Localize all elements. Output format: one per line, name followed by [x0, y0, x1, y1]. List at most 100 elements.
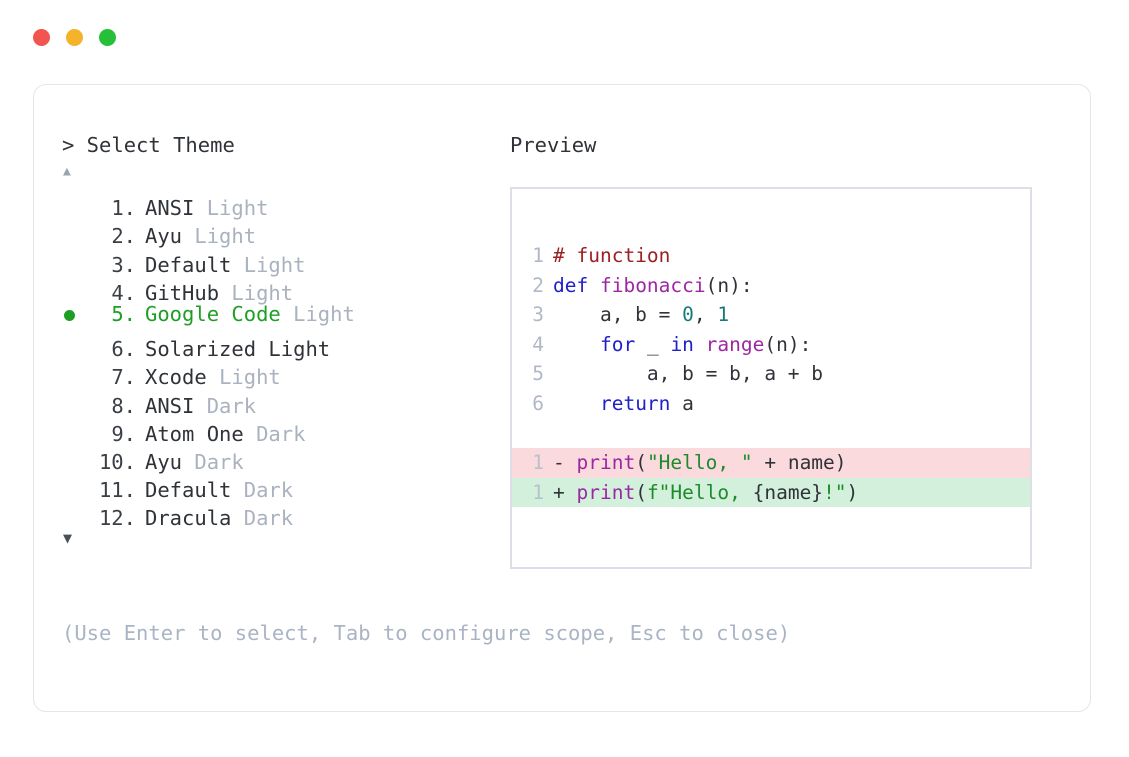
diff-line-del: 1- print("Hello, " + name): [512, 448, 1030, 478]
code-token-str: "Hello, ": [646, 451, 753, 475]
line-number: 6: [532, 391, 544, 415]
theme-item-variant: Dark: [256, 421, 306, 446]
theme-item-name: ANSI: [145, 196, 207, 221]
theme-item-name: ANSI: [145, 393, 207, 418]
theme-item-number: 6.: [111, 337, 136, 362]
theme-item-number: 7.: [111, 365, 136, 390]
theme-item-name: Ayu: [145, 224, 195, 249]
code-line: 4 for _ in range(n):: [526, 330, 1028, 360]
code-token-str: !": [823, 480, 847, 504]
theme-selector-panel: > Select Theme ▲ 1. ANSI Light 2. Ayu Light…: [62, 131, 532, 548]
theme-list-item[interactable]: 6.Solarized Light: [62, 328, 532, 361]
code-token-plain: [553, 333, 600, 356]
theme-item-name: Xcode: [145, 365, 220, 390]
scroll-up-arrow-icon[interactable]: ▲: [63, 164, 71, 179]
code-token-func: print: [576, 480, 636, 504]
code-token-plain: a, b =: [553, 303, 683, 327]
theme-item-variant: Light: [243, 252, 306, 277]
diff-line-text: print(f"Hello, {name}!"): [576, 478, 858, 508]
scroll-down-arrow-icon[interactable]: ▼: [63, 529, 73, 548]
theme-item-variant: Light: [293, 301, 355, 326]
window-titlebar: [33, 29, 116, 46]
selection-bullet-cell: [62, 301, 88, 329]
diff-line-add: 1 + print(f"Hello, {name}!"): [512, 477, 1030, 508]
code-token-func: range: [705, 332, 765, 356]
theme-list-item[interactable]: 2. Ayu Light: [62, 215, 532, 248]
code-token-plain: _: [635, 332, 671, 356]
theme-list-item[interactable]: 5. Google Code Light: [62, 300, 532, 328]
code-token-keyword: for: [599, 332, 636, 356]
code-token-plain: [553, 392, 600, 415]
line-number: 4: [532, 332, 544, 356]
code-line-text: def fibonacci(n):: [553, 271, 753, 301]
code-token-plain: {name}: [752, 480, 824, 504]
theme-list-item[interactable]: 1.ANSI Light: [62, 187, 532, 220]
theme-list-item[interactable]: 7. Xcode Light: [62, 356, 532, 389]
theme-item-variant: Dark: [194, 449, 244, 474]
theme-item-number: 5.: [111, 301, 136, 326]
theme-item-name: Solarized: [145, 337, 269, 362]
theme-item-name: Atom One: [145, 421, 257, 446]
code-line-text: a, b = b, a + b: [553, 359, 823, 389]
theme-list-item[interactable]: 3.Default Light: [62, 243, 532, 277]
code-line: 3 a, b = 0, 1: [526, 300, 1028, 330]
theme-item-variant: Dark: [243, 478, 294, 503]
code-token-plain: (n):: [705, 273, 753, 297]
theme-item-name: GitHub: [145, 280, 232, 305]
code-token-num: 0: [682, 303, 694, 327]
keyboard-hint-text: (Use Enter to select, Tab to configure s…: [62, 621, 791, 645]
theme-item-number: 2.: [111, 224, 136, 249]
close-window-button[interactable]: [33, 29, 50, 46]
line-number: 2: [532, 273, 544, 297]
code-token-plain: + name): [752, 451, 847, 475]
theme-list-item[interactable]: 9.Atom One Dark: [62, 413, 532, 446]
selection-bullet-cell: [62, 187, 88, 215]
theme-item-number: 3.: [111, 252, 136, 277]
theme-item-name: Default: [145, 478, 244, 503]
minimize-window-button[interactable]: [66, 29, 83, 46]
code-line-text: return a: [553, 389, 694, 419]
code-token-keyword: return: [599, 391, 671, 415]
theme-list-item[interactable]: 12.Dracula Dark: [62, 497, 532, 530]
theme-list-item[interactable]: 4.GitHub Light: [62, 272, 532, 305]
code-line-text: a, b = 0, 1: [553, 300, 729, 330]
code-line: 1# function: [526, 241, 1028, 271]
selection-bullet-cell: [62, 469, 88, 497]
code-token-keyword: def: [553, 273, 600, 297]
code-token-plain: a: [670, 391, 694, 415]
theme-item-number: 10.: [98, 449, 136, 474]
theme-list-item[interactable]: 8.ANSI Dark: [62, 384, 532, 418]
theme-item-variant: Dark: [206, 393, 257, 418]
theme-item-variant: Dark: [243, 506, 294, 531]
code-line-text: # function: [553, 241, 670, 271]
theme-item-number: 11.: [98, 478, 136, 503]
diff-sign: +: [553, 480, 577, 504]
code-token-plain: a, b = b, a + b: [553, 362, 824, 386]
select-theme-prompt: > Select Theme: [62, 133, 235, 157]
code-token-plain: (: [635, 451, 647, 475]
diff-sign: -: [553, 451, 577, 475]
theme-list-item[interactable]: 10.Ayu Dark: [62, 441, 532, 474]
theme-item-variant: Light: [194, 224, 257, 249]
code-token-num: 1: [717, 303, 730, 327]
code-line-text: for _ in range(n):: [553, 330, 811, 360]
line-number: 1: [532, 480, 544, 504]
line-number: 1: [532, 451, 544, 475]
selection-bullet-cell: [62, 356, 88, 384]
theme-list-item[interactable]: 11. Default Dark: [62, 469, 532, 502]
theme-item-number: 1.: [111, 196, 136, 221]
line-number: 5: [532, 362, 544, 386]
code-token-plain: ,: [693, 303, 718, 327]
selection-bullet-cell: [62, 328, 88, 356]
selection-bullet-cell: [62, 497, 88, 525]
diff-line-text: print("Hello, " + name): [576, 448, 846, 478]
theme-item-variant: Light: [219, 365, 281, 390]
selection-bullet-cell: [62, 413, 88, 441]
code-line: 2 def fibonacci(n):: [526, 271, 1028, 301]
maximize-window-button[interactable]: [99, 29, 116, 46]
theme-item-number: 12.: [98, 506, 136, 531]
theme-item-name: Google Code: [145, 301, 294, 326]
